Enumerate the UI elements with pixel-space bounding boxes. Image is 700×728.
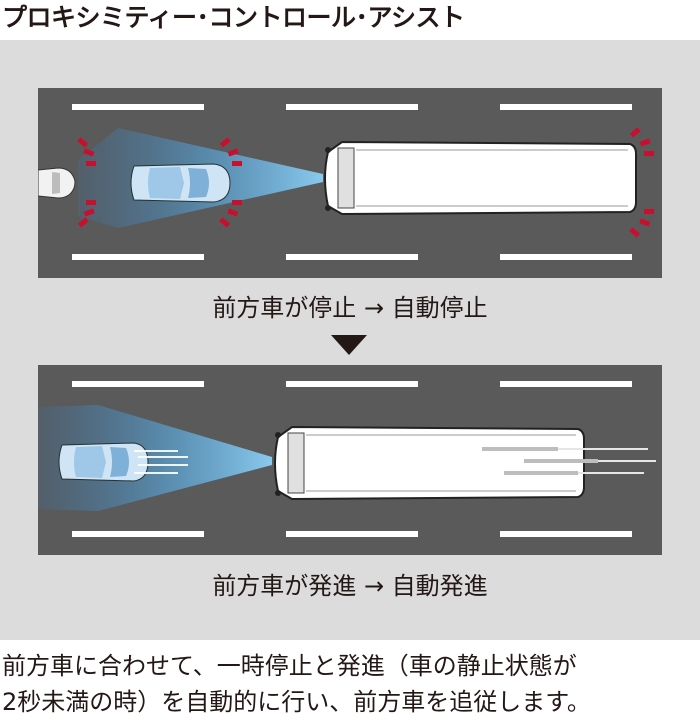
page-title: プロキシミティー･コントロール･アシスト [2,3,465,32]
ego-car [130,163,231,203]
rear-car [38,167,76,199]
caption-stop: 前方車が停止 → 自動停止 [212,294,488,322]
road-scene-start [38,365,662,555]
description-line-2: 2秒未満の時）を自動的に行い、前方車を追従します。 [2,688,591,716]
diagram-panel: 前方車が停止 → 自動停止 [0,40,700,640]
description-line-1: 前方車に合わせて、一時停止と発進（車の静止状態が [2,652,577,680]
lane-markings [72,104,632,260]
bus-front-vehicle [274,425,656,501]
caption-start: 前方車が発進 → 自動発進 [212,572,488,600]
stop-indicator-icons [77,127,654,238]
bus-front-vehicle [324,140,637,216]
down-arrow-icon [331,335,367,355]
ego-car [58,442,188,482]
road-scene-stop [38,88,662,278]
lane-markings [72,381,632,537]
description: 前方車に合わせて、一時停止と発進（車の静止状態が 2秒未満の時）を自動的に行い、… [2,648,700,720]
